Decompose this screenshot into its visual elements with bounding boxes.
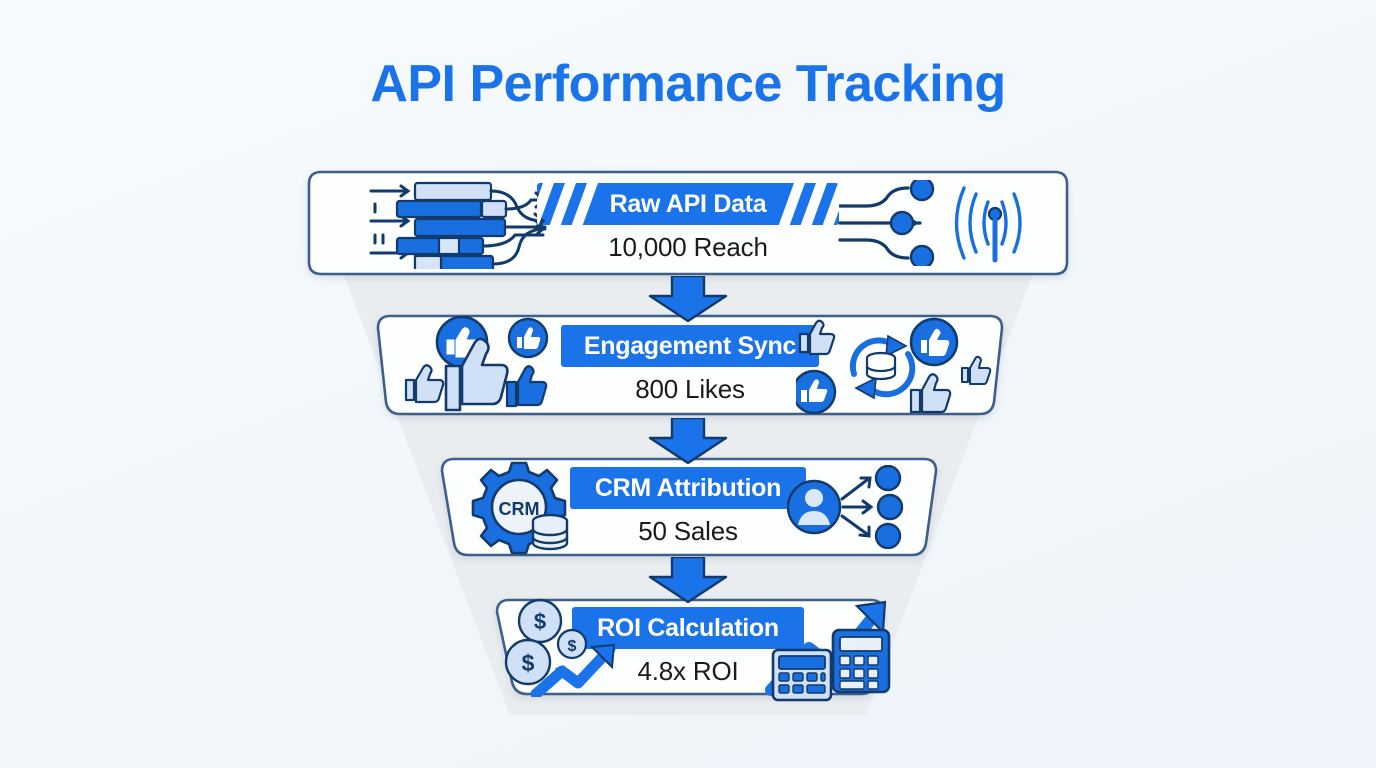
funnel-stage-1-banner: Raw API Data: [537, 183, 839, 225]
funnel-stage-4[interactable]: $ $ $: [487, 596, 891, 702]
funnel-stage-3[interactable]: CRM: [434, 455, 942, 559]
connector-arrow-3: [648, 557, 728, 603]
funnel-stage-1-content: Raw API Data 10,000 Reach: [305, 168, 1071, 278]
funnel-stage-4-label: ROI Calculation: [597, 613, 779, 642]
funnel-stage-3-label: CRM Attribution: [594, 473, 782, 502]
funnel-stage-1-label: Raw API Data: [609, 189, 767, 218]
funnel-stage-4-content: ROI Calculation 4.8x ROI: [487, 596, 889, 698]
connector-arrow-2: [648, 418, 728, 464]
funnel-stage-2-banner: Engagement Sync: [561, 325, 819, 367]
funnel-stage-3-metric: 50 Sales: [638, 516, 738, 546]
funnel-stage-1[interactable]: Raw API Data 10,000 Reach: [305, 168, 1071, 278]
funnel-stage-2-label: Engagement Sync: [583, 331, 797, 360]
funnel-stage-4-banner: ROI Calculation: [572, 607, 804, 649]
funnel-stage-3-content: CRM Attribution 50 Sales: [434, 455, 942, 559]
funnel-stage-2[interactable]: Engagement Sync 800 Likes: [372, 312, 1008, 418]
page-title: API Performance Tracking: [370, 55, 1006, 113]
funnel-stage-4-metric: 4.8x ROI: [637, 656, 739, 686]
funnel-stage-2-content: Engagement Sync 800 Likes: [372, 312, 1008, 418]
funnel-stage-1-metric: 10,000 Reach: [608, 232, 768, 262]
funnel-stage-2-metric: 800 Likes: [635, 374, 745, 404]
connector-arrow-1: [648, 276, 728, 322]
funnel-stage-3-banner: CRM Attribution: [570, 467, 806, 509]
